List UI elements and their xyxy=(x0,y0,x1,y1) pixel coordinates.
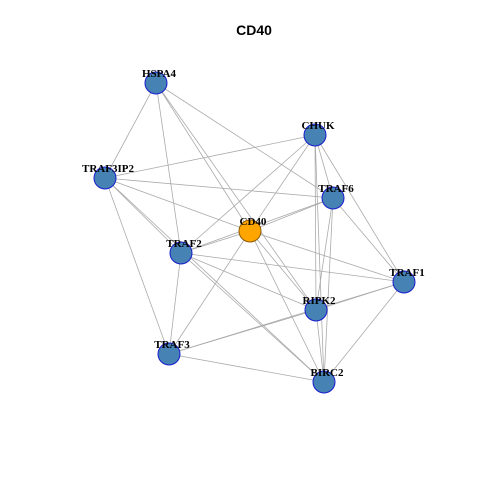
node-label-traf3: TRAF3 xyxy=(154,339,190,351)
node-layer xyxy=(93,71,416,394)
edge-chuk-traf3ip2 xyxy=(104,134,316,179)
edge-hspa4-traf6 xyxy=(155,82,334,199)
edge-traf3ip2-traf6 xyxy=(104,177,334,199)
edge-cd40-hspa4 xyxy=(155,82,251,232)
edge-traf2-traf1 xyxy=(180,252,405,283)
edge-traf2-traf3 xyxy=(168,252,182,355)
edge-ripk2-birc2 xyxy=(315,309,325,383)
edge-chuk-traf2 xyxy=(180,134,316,254)
edge-cd40-traf1 xyxy=(249,230,405,283)
edge-traf6-ripk2 xyxy=(315,197,334,311)
edge-cd40-traf2 xyxy=(180,230,251,254)
edge-chuk-ripk2 xyxy=(314,134,317,311)
node-traf6 xyxy=(321,186,345,210)
node-traf2 xyxy=(169,241,193,265)
edge-traf2-ripk2 xyxy=(180,252,317,311)
node-label-ripk2: RIPK2 xyxy=(303,295,337,307)
node-label-traf1: TRAF1 xyxy=(389,267,424,279)
edge-traf1-birc2 xyxy=(323,281,405,383)
edge-cd40-traf6 xyxy=(249,197,334,232)
node-label-traf2: TRAF2 xyxy=(166,238,202,250)
edge-traf2-birc2 xyxy=(180,252,325,383)
edge-cd40-traf3ip2 xyxy=(104,177,251,232)
edge-traf3ip2-traf3 xyxy=(104,177,170,355)
node-ripk2 xyxy=(304,298,328,322)
edge-traf3-birc2 xyxy=(168,353,325,383)
node-hspa4 xyxy=(144,71,168,95)
node-traf3 xyxy=(157,342,181,366)
edge-traf3ip2-birc2 xyxy=(104,177,325,383)
edge-layer xyxy=(104,82,405,383)
edge-chuk-birc2 xyxy=(314,134,325,383)
node-chuk xyxy=(303,123,327,147)
node-label-birc2: BIRC2 xyxy=(310,367,344,379)
edge-hspa4-traf3ip2 xyxy=(104,82,157,179)
edge-cd40-birc2 xyxy=(249,230,325,383)
edge-traf6-traf1 xyxy=(332,197,405,283)
node-label-hspa4: HSPA4 xyxy=(142,68,177,80)
edge-cd40-chuk xyxy=(249,134,316,232)
node-cd40 xyxy=(238,219,262,243)
edge-traf3ip2-traf2 xyxy=(104,177,182,254)
node-label-chuk: CHUK xyxy=(302,120,335,132)
node-traf3ip2 xyxy=(93,166,117,190)
edge-traf6-birc2 xyxy=(323,197,334,383)
edge-cd40-traf3 xyxy=(168,230,251,355)
node-label-cd40: CD40 xyxy=(240,216,267,228)
node-traf1 xyxy=(392,270,416,294)
edge-ripk2-traf3 xyxy=(168,309,317,355)
graph-title: CD40 xyxy=(236,22,272,38)
node-label-traf6: TRAF6 xyxy=(318,183,354,195)
node-birc2 xyxy=(312,370,336,394)
node-label-traf3ip2: TRAF3IP2 xyxy=(82,163,134,175)
edge-hspa4-ripk2 xyxy=(155,82,317,311)
edge-cd40-ripk2 xyxy=(249,230,317,311)
edge-hspa4-traf2 xyxy=(155,82,182,254)
edge-chuk-traf1 xyxy=(314,134,405,283)
